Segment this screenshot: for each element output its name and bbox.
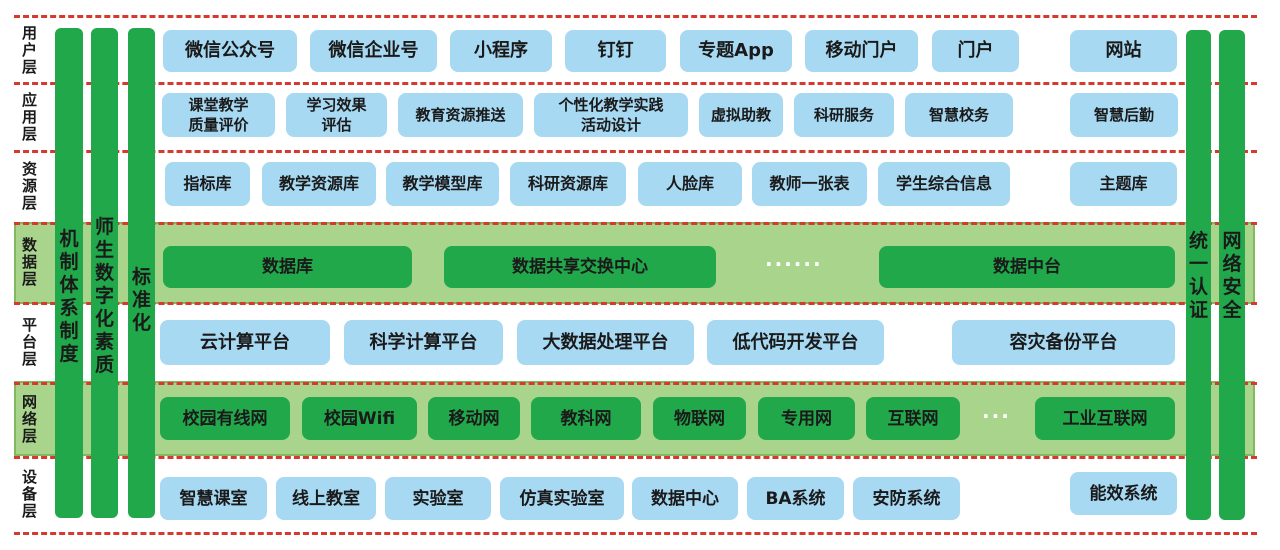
data-item[interactable]: 数据中台 (879, 246, 1175, 288)
network-item[interactable]: 移动网 (428, 397, 520, 440)
device-item[interactable]: 仿真实验室 (500, 477, 624, 520)
layer-divider (14, 222, 1257, 225)
resource-item[interactable]: 主题库 (1070, 162, 1177, 206)
resource-item[interactable]: 科研资源库 (510, 162, 626, 206)
layer-divider (14, 382, 1257, 385)
network-item[interactable]: 教科网 (531, 397, 641, 440)
user-item[interactable]: 小程序 (450, 30, 552, 72)
application-item[interactable]: 个性化教学实践 活动设计 (534, 93, 688, 137)
application-item[interactable]: 虚拟助教 (699, 93, 783, 137)
layer-divider (14, 15, 1257, 18)
user-item[interactable]: 微信公众号 (163, 30, 297, 72)
resource-item[interactable]: 教学模型库 (386, 162, 499, 206)
resource-item[interactable]: 教学资源库 (262, 162, 376, 206)
device-item[interactable]: 实验室 (385, 477, 491, 520)
application-item[interactable]: 学习效果 评估 (286, 93, 387, 137)
network-ellipsis: ··· (982, 404, 1011, 428)
layer-label: 网 络 层 (22, 392, 38, 445)
device-item[interactable]: 智慧课室 (160, 477, 267, 520)
left-bar-1: 师 生 数 字 化 素 质 (91, 28, 118, 518)
user-item[interactable]: 专题App (680, 30, 792, 72)
resource-item[interactable]: 学生综合信息 (878, 162, 1010, 206)
user-item[interactable]: 网站 (1070, 30, 1177, 72)
application-item[interactable]: 智慧校务 (905, 93, 1013, 137)
network-item[interactable]: 专用网 (758, 397, 855, 440)
network-item[interactable]: 物联网 (653, 397, 746, 440)
platform-item[interactable]: 容灾备份平台 (952, 320, 1175, 365)
network-item[interactable]: 校园有线网 (160, 397, 290, 440)
right-bar-0: 统 一 认 证 (1186, 30, 1211, 520)
network-item[interactable]: 互联网 (866, 397, 960, 440)
user-item[interactable]: 移动门户 (805, 30, 918, 72)
user-item[interactable]: 门户 (932, 30, 1019, 72)
layer-label: 应 用 层 (22, 90, 38, 143)
device-item[interactable]: 线上教室 (276, 477, 376, 520)
data-item[interactable]: 数据库 (163, 246, 412, 288)
device-item[interactable]: 数据中心 (632, 477, 738, 520)
application-item[interactable]: 课堂教学 质量评价 (162, 93, 275, 137)
network-item[interactable]: 工业互联网 (1035, 397, 1175, 440)
resource-item[interactable]: 教师一张表 (752, 162, 867, 206)
application-item[interactable]: 科研服务 (794, 93, 894, 137)
right-bar-1: 网 络 安 全 (1219, 30, 1245, 520)
device-item[interactable]: 安防系统 (853, 477, 960, 520)
left-bar-2: 标 准 化 (128, 28, 155, 518)
layer-divider (14, 456, 1257, 459)
network-item[interactable]: 校园Wifi (302, 397, 417, 440)
layer-label: 设 备 层 (22, 467, 38, 520)
platform-item[interactable]: 科学计算平台 (344, 320, 503, 365)
platform-item[interactable]: 低代码开发平台 (707, 320, 884, 365)
layer-label: 平 台 层 (22, 315, 38, 368)
layer-divider (14, 150, 1257, 153)
user-item[interactable]: 微信企业号 (310, 30, 437, 72)
application-item[interactable]: 智慧后勤 (1070, 93, 1178, 137)
application-item[interactable]: 教育资源推送 (398, 93, 523, 137)
platform-item[interactable]: 云计算平台 (160, 320, 330, 365)
left-bar-0: 机 制 体 系 制 度 (55, 28, 83, 518)
data-ellipsis: ······ (765, 252, 823, 276)
data-item[interactable]: 数据共享交换中心 (444, 246, 716, 288)
layer-divider (14, 532, 1257, 535)
resource-item[interactable]: 人脸库 (638, 162, 742, 206)
layer-label: 数 据 层 (22, 235, 38, 288)
layer-divider (14, 302, 1257, 305)
layer-label: 资 源 层 (22, 159, 38, 212)
layer-label: 用 户 层 (22, 23, 38, 76)
device-item[interactable]: 能效系统 (1070, 472, 1177, 515)
platform-item[interactable]: 大数据处理平台 (517, 320, 694, 365)
device-item[interactable]: BA系统 (747, 477, 844, 520)
user-item[interactable]: 钉钉 (565, 30, 666, 72)
resource-item[interactable]: 指标库 (165, 162, 250, 206)
layer-divider (14, 82, 1257, 85)
